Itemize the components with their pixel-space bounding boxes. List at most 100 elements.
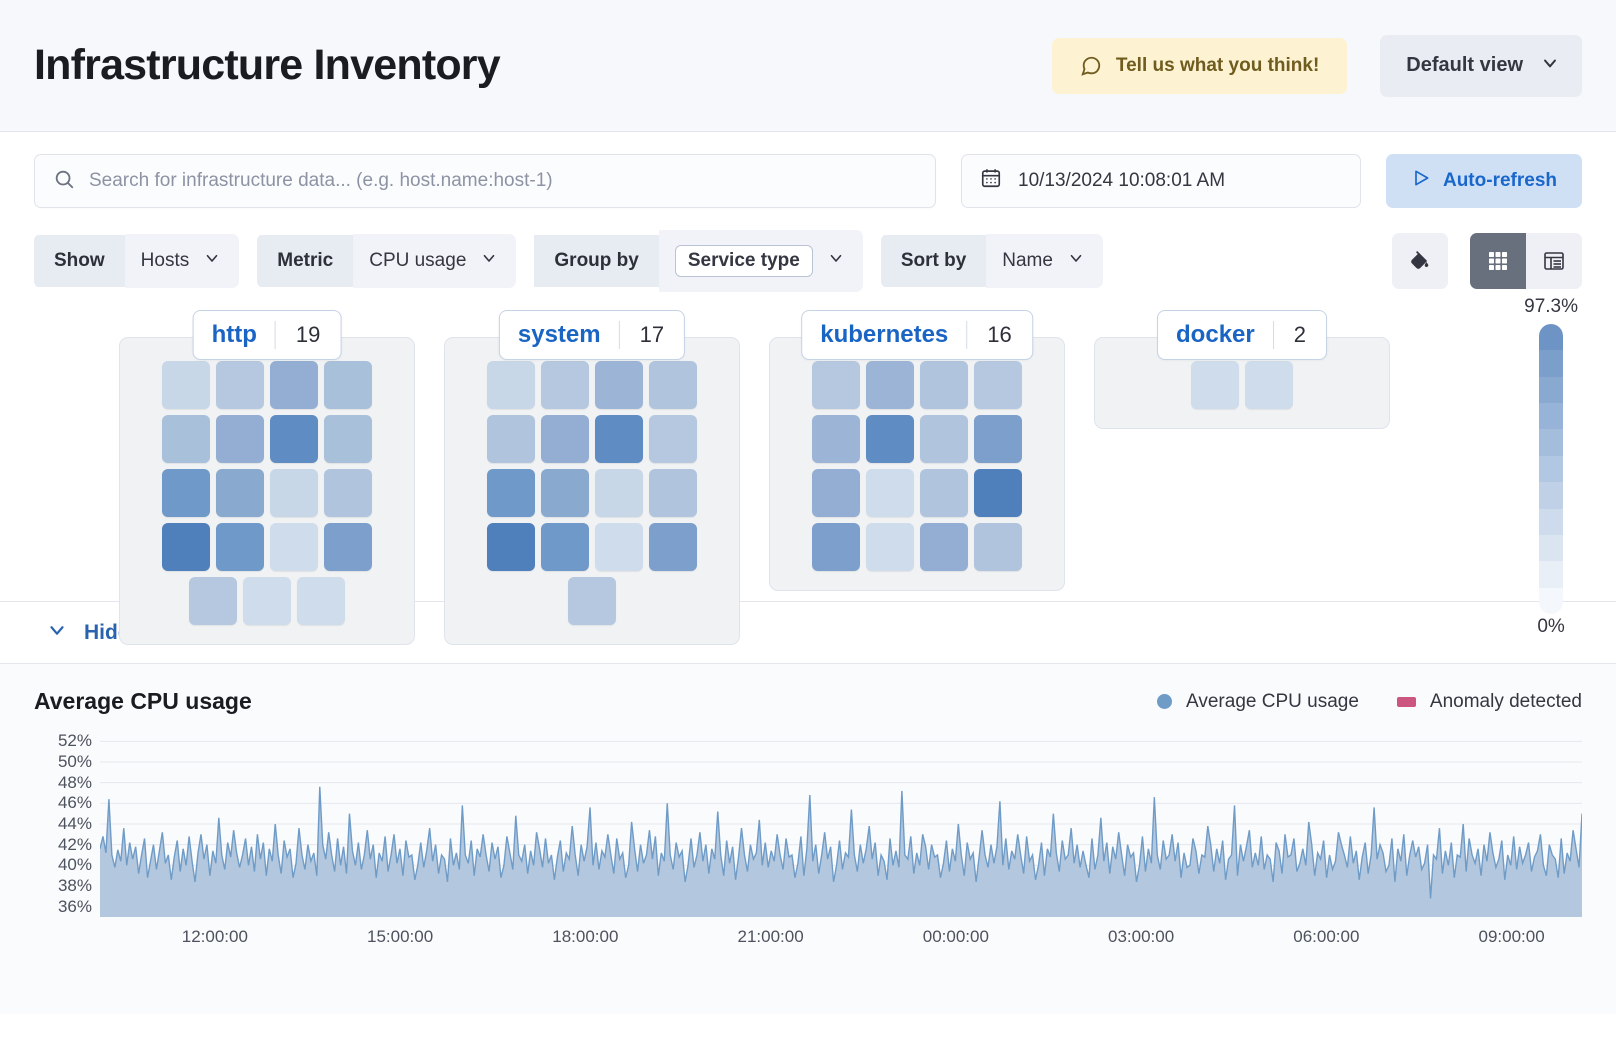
search-box[interactable] <box>34 154 936 208</box>
filter-sort-by-value-text: Name <box>1002 250 1053 271</box>
host-tile[interactable] <box>974 523 1022 571</box>
legend-step <box>1539 403 1564 430</box>
chevron-down-icon <box>203 249 221 273</box>
host-tile[interactable] <box>866 361 914 409</box>
host-tile[interactable] <box>324 523 372 571</box>
chevron-down-icon <box>827 249 845 273</box>
host-tile[interactable] <box>216 523 264 571</box>
play-icon <box>1411 168 1431 194</box>
host-tile[interactable] <box>270 361 318 409</box>
group-name[interactable]: docker <box>1176 321 1255 348</box>
host-tile[interactable] <box>297 577 345 625</box>
host-tile[interactable] <box>568 577 616 625</box>
host-tile[interactable] <box>812 361 860 409</box>
host-tile[interactable] <box>920 361 968 409</box>
legend-item-anomaly-detected[interactable]: Anomaly detected <box>1396 691 1582 713</box>
filter-group-by-value[interactable]: Service type <box>658 230 863 292</box>
legend-step <box>1539 455 1564 483</box>
plot-area[interactable] <box>100 731 1582 917</box>
host-tile[interactable] <box>649 415 697 463</box>
chart-header: Average CPU usage Average CPU usage Anom… <box>34 688 1582 715</box>
filter-show: Show Hosts <box>34 234 240 288</box>
filter-sort-by-label: Sort by <box>880 235 987 287</box>
host-tile[interactable] <box>541 523 589 571</box>
view-toggle-group <box>1470 233 1582 289</box>
host-tile[interactable] <box>324 415 372 463</box>
filter-row: Show Hosts Metric CPU usage Group by Ser… <box>34 230 1582 292</box>
host-tile[interactable] <box>541 469 589 517</box>
host-tile[interactable] <box>541 361 589 409</box>
host-tile[interactable] <box>541 415 589 463</box>
host-tile[interactable] <box>162 415 210 463</box>
filter-show-value[interactable]: Hosts <box>124 234 240 288</box>
host-tile[interactable] <box>974 415 1022 463</box>
tile-grid <box>144 361 390 625</box>
filter-group-by: Group by Service type <box>534 230 863 292</box>
host-tile[interactable] <box>812 415 860 463</box>
host-tile[interactable] <box>595 523 643 571</box>
host-tile[interactable] <box>162 469 210 517</box>
view-selector[interactable]: Default view <box>1380 34 1582 97</box>
filter-metric-value[interactable]: CPU usage <box>353 234 517 288</box>
feedback-button[interactable]: Tell us what you think! <box>1051 37 1348 94</box>
group-name[interactable]: system <box>517 321 601 348</box>
host-tile[interactable] <box>812 523 860 571</box>
group-name[interactable]: kubernetes <box>820 321 949 348</box>
host-tile[interactable] <box>920 469 968 517</box>
host-tile[interactable] <box>974 469 1022 517</box>
host-tile[interactable] <box>649 361 697 409</box>
host-tile[interactable] <box>324 469 372 517</box>
host-tile[interactable] <box>595 469 643 517</box>
date-picker[interactable]: 10/13/2024 10:08:01 AM <box>961 154 1361 208</box>
host-tile[interactable] <box>866 523 914 571</box>
host-tile[interactable] <box>162 523 210 571</box>
host-tile[interactable] <box>866 415 914 463</box>
filter-sort-by-value[interactable]: Name <box>986 234 1103 288</box>
host-tile[interactable] <box>649 523 697 571</box>
host-tile[interactable] <box>162 361 210 409</box>
chart-title: Average CPU usage <box>34 688 252 714</box>
host-tile[interactable] <box>243 577 291 625</box>
host-tile[interactable] <box>216 361 264 409</box>
host-tile[interactable] <box>812 469 860 517</box>
host-tile[interactable] <box>487 415 535 463</box>
search-row: 10/13/2024 10:08:01 AM Auto-refresh <box>34 154 1582 208</box>
host-tile[interactable] <box>920 415 968 463</box>
host-tile[interactable] <box>270 523 318 571</box>
y-axis-tick-label: 48% <box>57 772 92 792</box>
table-view-icon[interactable] <box>1526 233 1582 289</box>
legend-item-average-cpu-usage[interactable]: Average CPU usage <box>1157 691 1359 713</box>
host-tile[interactable] <box>974 361 1022 409</box>
auto-refresh-button[interactable]: Auto-refresh <box>1386 154 1582 208</box>
host-tile[interactable] <box>595 361 643 409</box>
host-tile[interactable] <box>189 577 237 625</box>
filter-metric-label: Metric <box>257 235 354 287</box>
host-tile[interactable] <box>1245 361 1293 409</box>
host-tile[interactable] <box>595 415 643 463</box>
host-tile[interactable] <box>216 469 264 517</box>
group-body <box>769 337 1065 591</box>
host-tile[interactable] <box>487 469 535 517</box>
host-tile[interactable] <box>270 415 318 463</box>
x-axis-tick-label: 21:00:00 <box>737 927 804 946</box>
search-input[interactable] <box>89 170 917 192</box>
grid-view-icon[interactable] <box>1470 233 1526 289</box>
host-tile[interactable] <box>270 469 318 517</box>
host-tile[interactable] <box>920 523 968 571</box>
group-name[interactable]: http <box>211 321 257 348</box>
host-tile[interactable] <box>1191 361 1239 409</box>
host-tile[interactable] <box>487 523 535 571</box>
host-tile[interactable] <box>487 361 535 409</box>
host-tile[interactable] <box>216 415 264 463</box>
filter-metric-value-text: CPU usage <box>369 250 467 271</box>
host-tile[interactable] <box>649 469 697 517</box>
host-tile[interactable] <box>866 469 914 517</box>
chevron-down-icon <box>1540 53 1560 79</box>
paint-bucket-icon[interactable] <box>1392 233 1448 289</box>
host-tile[interactable] <box>324 361 372 409</box>
